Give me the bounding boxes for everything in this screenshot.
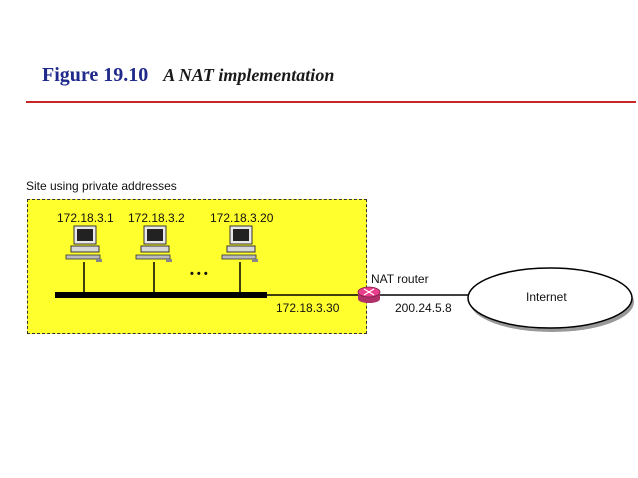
title-divider: [26, 101, 636, 103]
figure-caption: A NAT implementation: [163, 65, 335, 85]
host-address: 172.18.3.2: [128, 211, 185, 225]
router-label: NAT router: [371, 272, 429, 286]
computer-icon: [65, 225, 102, 262]
figure-title: Figure 19.10 A NAT implementation: [42, 64, 334, 87]
computer-icon: [135, 225, 172, 262]
host-address: 172.18.3.20: [210, 211, 274, 225]
router-public-address: 200.24.5.8: [395, 301, 452, 315]
more-hosts-ellipsis: • • •: [190, 268, 208, 280]
site-label: Site using private addresses: [26, 179, 177, 193]
figure-number: Figure 19.10: [42, 64, 149, 86]
computer-icon: [221, 225, 258, 262]
lan-bus: [55, 292, 267, 298]
internet-label: Internet: [526, 290, 567, 304]
router-private-address: 172.18.3.30: [276, 301, 340, 315]
nat-router-icon: [357, 286, 381, 303]
host-address: 172.18.3.1: [57, 211, 114, 225]
internet-cloud: [467, 267, 633, 329]
